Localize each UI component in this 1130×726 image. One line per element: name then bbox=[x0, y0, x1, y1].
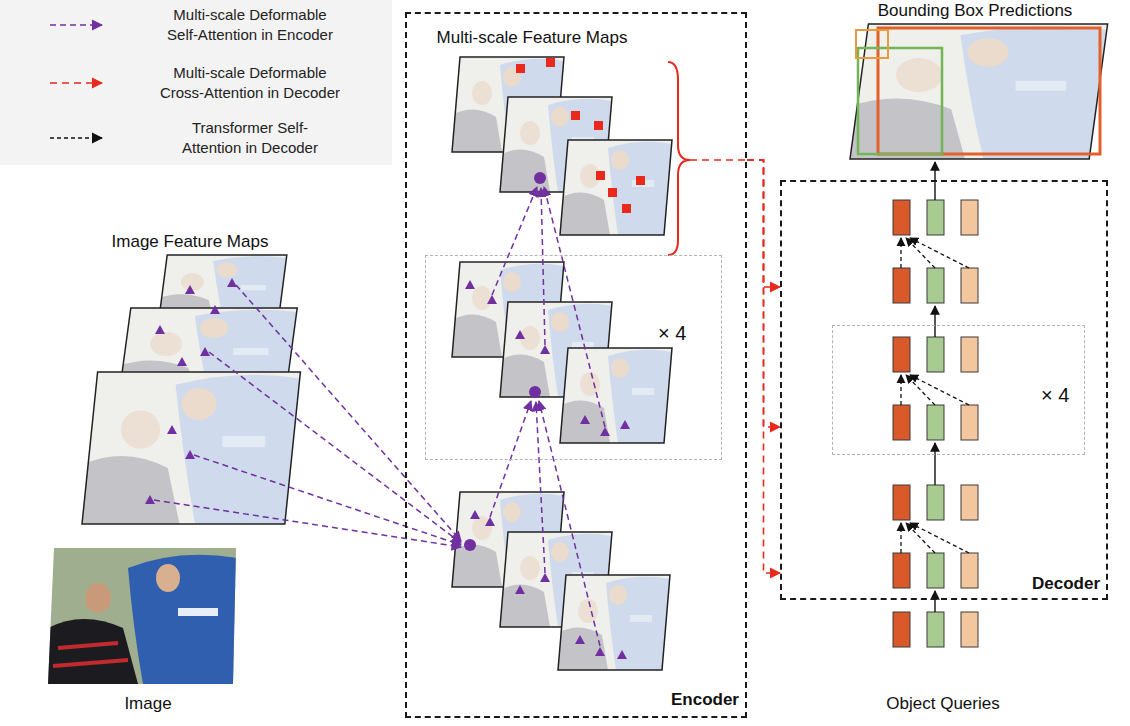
bracket bbox=[668, 62, 690, 255]
map-heading: Multi-scale Feature Maps bbox=[437, 28, 628, 48]
legend-sample bbox=[50, 24, 102, 26]
legend-text: Multi-scale Deformable Self-Attention in… bbox=[162, 5, 339, 45]
legend-text: Multi-scale Deformable Cross-Attention i… bbox=[155, 63, 345, 103]
queries-caption: Object Queries bbox=[886, 694, 999, 714]
repeat-group: × 4 bbox=[425, 255, 722, 460]
encoder-title: Encoder bbox=[671, 690, 739, 710]
feature-map bbox=[558, 575, 670, 670]
query-point bbox=[529, 386, 541, 398]
legend-sample bbox=[50, 82, 102, 84]
decoder-title: Decoder bbox=[1032, 574, 1100, 594]
repeat-count: × 4 bbox=[1041, 384, 1069, 407]
bracket-lead bbox=[690, 159, 745, 161]
cross-attention-arrow bbox=[747, 160, 780, 573]
legend-sample bbox=[50, 137, 102, 139]
query-point bbox=[534, 172, 546, 184]
repeat-group: × 4 bbox=[832, 325, 1085, 455]
sampling-points bbox=[470, 510, 627, 659]
layer-flow-arrows bbox=[934, 162, 935, 612]
feature-map bbox=[560, 348, 672, 443]
input-photo bbox=[48, 548, 238, 684]
legend-text: Transformer Self-Attention in Decoder bbox=[165, 118, 335, 158]
decoder-box: Decoder × 4 bbox=[780, 180, 1108, 600]
stack-caption: Image Feature Maps bbox=[112, 232, 269, 252]
query-point bbox=[464, 539, 476, 551]
repeat-count: × 4 bbox=[658, 322, 686, 345]
feature-map bbox=[560, 140, 672, 235]
decoder-self-attention-arrows bbox=[901, 238, 969, 553]
predicted-box bbox=[856, 30, 888, 58]
image-caption: Image bbox=[124, 694, 171, 714]
object-queries bbox=[893, 612, 978, 647]
predicted-box bbox=[858, 48, 942, 154]
prediction-picture bbox=[850, 24, 1108, 159]
encoder-box: Multi-scale Feature MapsEncoder × 4 bbox=[405, 12, 747, 718]
sampling-points bbox=[145, 278, 237, 504]
legend-panel bbox=[0, 0, 392, 165]
decoder-layers bbox=[893, 200, 978, 588]
sampling-points bbox=[465, 280, 630, 436]
feature-map bbox=[82, 372, 300, 524]
picture-caption: Bounding Box Predictions bbox=[878, 1, 1073, 21]
